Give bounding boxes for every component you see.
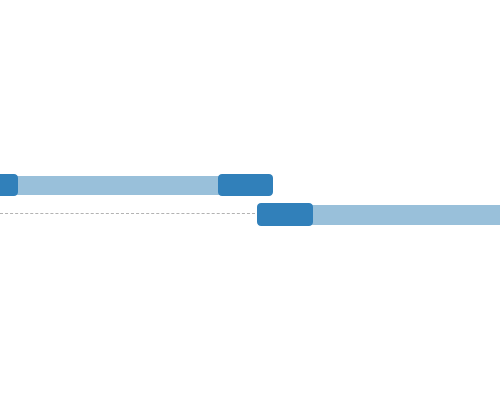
timeline-bar-row-1-start-handle[interactable] <box>0 174 18 196</box>
timeline-bar-row-1[interactable] <box>0 176 270 195</box>
timeline-bar-row-1-end-handle[interactable] <box>218 174 273 196</box>
timeline-bar-row-2[interactable] <box>259 205 500 225</box>
timeline-dependency-connector <box>0 213 255 214</box>
timeline-bar-row-2-start-handle[interactable] <box>257 203 313 226</box>
